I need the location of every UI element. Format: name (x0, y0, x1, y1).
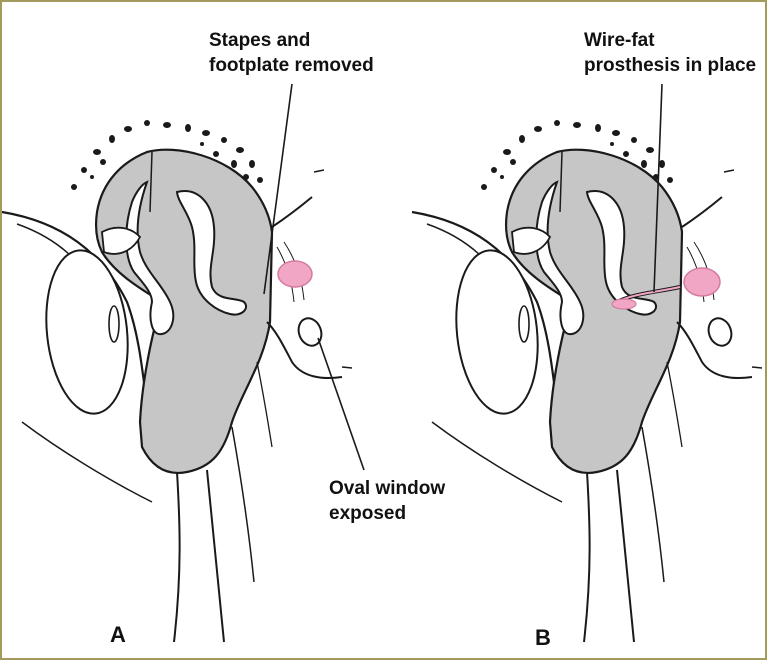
fat-graft (684, 268, 720, 296)
callout-stapes-footplate-removed: Stapes and footplate removed (209, 28, 374, 78)
panel-label-b: B (535, 625, 551, 651)
callout-line: prosthesis in place (584, 53, 756, 78)
oval-window-pink-tissue (278, 261, 312, 287)
callout-line: Oval window (329, 476, 445, 501)
callout-line: Stapes and (209, 28, 374, 53)
callout-line: Wire-fat (584, 28, 756, 53)
leader-line-oval-window (318, 338, 364, 470)
panel-b-illustration (412, 120, 762, 642)
callout-line: footplate removed (209, 53, 374, 78)
panel-a-illustration (2, 120, 352, 642)
callout-line: exposed (329, 501, 445, 526)
callout-oval-window-exposed: Oval window exposed (329, 476, 445, 526)
callout-wire-fat-prosthesis: Wire-fat prosthesis in place (584, 28, 756, 78)
panel-label-a: A (110, 622, 126, 648)
